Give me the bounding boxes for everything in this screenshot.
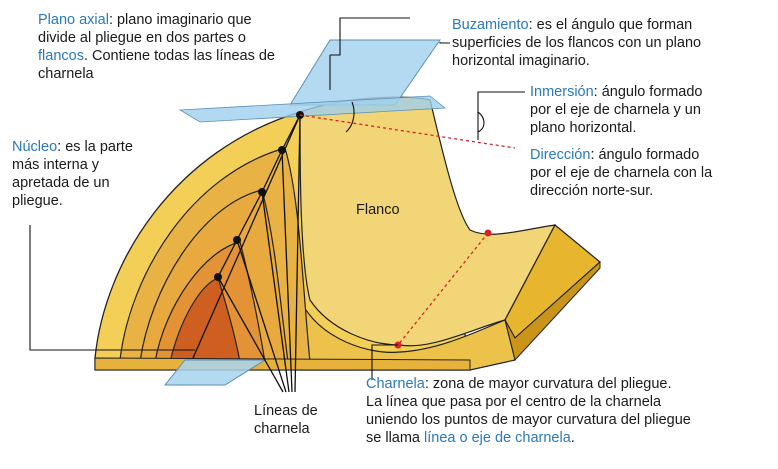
charnela-text-b: . (571, 430, 575, 446)
buzamiento-label: Buzamiento: es el ángulo que forman supe… (452, 16, 772, 70)
inmersion-term: Inmersión (530, 84, 594, 100)
nucleo-term: Núcleo (12, 139, 57, 155)
lineas-charnela-label: Líneas de charnela (254, 402, 354, 438)
flanco-label: Flanco (356, 202, 400, 218)
charnela-label: Charnela: zona de mayor curvatura del pl… (366, 375, 766, 447)
direccion-term: Dirección (530, 147, 590, 163)
bottom-strip (95, 358, 470, 370)
red-point-upper (485, 230, 492, 237)
direccion-label: Dirección: ángulo formado por el eje de … (530, 146, 770, 200)
flancos-term: flancos (38, 48, 84, 64)
inmersion-label: Inmersión: ángulo formado por el eje de … (530, 83, 770, 137)
buzamiento-term: Buzamiento (452, 17, 529, 33)
nucleo-label: Núcleo: es la parte más interna y apreta… (12, 138, 172, 210)
charnela-term: Charnela (366, 376, 425, 392)
plano-axial-label: Plano axial: plano imaginario que divide… (38, 11, 338, 83)
eje-charnela-term: línea o eje de charnela (424, 430, 571, 446)
plano-axial-term: Plano axial (38, 12, 109, 28)
